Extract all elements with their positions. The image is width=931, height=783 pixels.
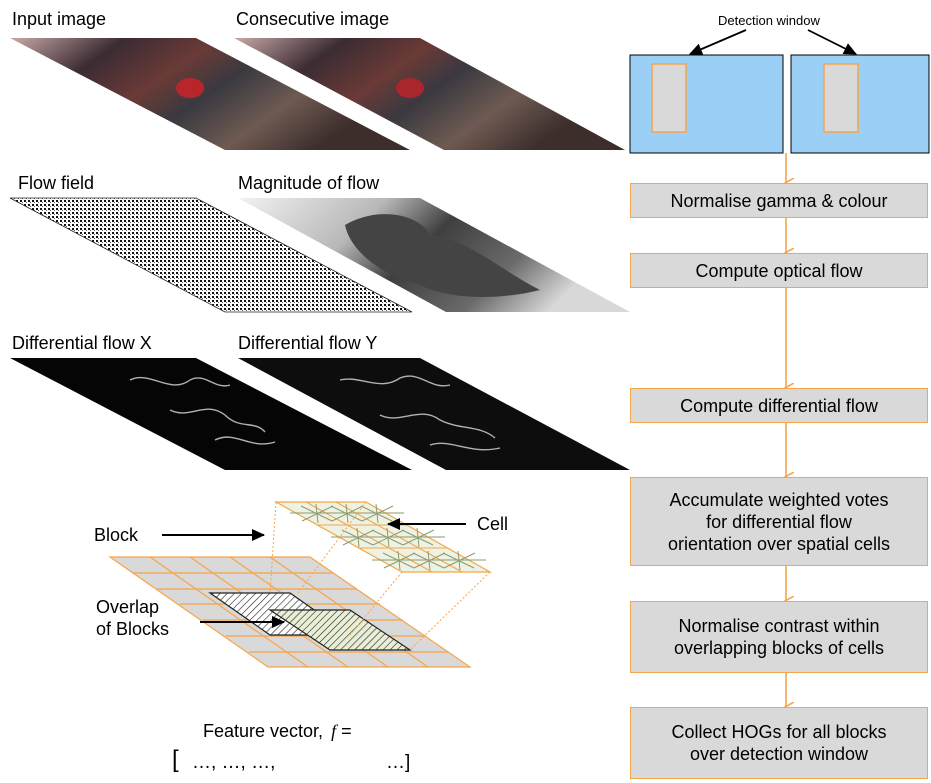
feature-vector-items: …, …, …, [192,752,276,773]
lower-grid [108,556,472,668]
feature-vector-open: [ [172,746,179,773]
input-image [10,38,410,150]
feature-vector-symbol: f [331,721,337,741]
diff-flow-y-image [238,358,630,470]
diff-flow-edges [129,375,501,451]
feature-vector-text: Feature vector, [203,721,324,741]
overlap-label-line2: of Blocks [96,619,170,639]
detection-window-right [790,54,930,154]
step-accumulate-votes: Accumulate weighted votes for differenti… [630,477,928,566]
step-compute-differential-flow: Compute differential flow [630,388,928,423]
detection-window-left-inner [651,63,687,133]
cell-label: Cell [477,514,509,534]
detection-arrow-right [807,29,857,55]
block-overlap [268,609,412,651]
step-normalise-contrast: Normalise contrast within overlapping bl… [630,601,928,673]
detection-arrow-left [689,29,747,55]
overlap-label-line1: Overlap [96,597,160,617]
person-red-bag-2 [396,78,424,98]
projection-lines [269,501,491,651]
feature-vector-equals: = [341,721,352,741]
feature-vector-last: …] [386,752,411,773]
detection-window-right-inner [823,63,859,133]
flow-field-label: Flow field [18,173,95,193]
step-compute-optical-flow: Compute optical flow [630,253,928,288]
upper-cell-grid [273,501,493,573]
magnitude-blob [345,214,540,297]
consecutive-image-label: Consecutive image [236,9,390,29]
differential-flow-x-label: Differential flow X [12,333,152,353]
magnitude-of-flow-label: Magnitude of flow [238,173,380,193]
diff-flow-x-image [10,358,412,470]
feature-vector-label: Feature vector, f = [203,722,352,740]
block-label: Block [94,525,139,545]
detection-window-label: Detection window [718,13,820,28]
consecutive-image [234,38,625,150]
person-red-bag [176,78,204,98]
differential-flow-y-label: Differential flow Y [238,333,378,353]
input-image-label: Input image [12,9,107,29]
step-normalise-gamma: Normalise gamma & colour [630,183,928,218]
flow-field-image [9,197,413,313]
step-collect-hogs: Collect HOGs for all blocks over detecti… [630,707,928,779]
